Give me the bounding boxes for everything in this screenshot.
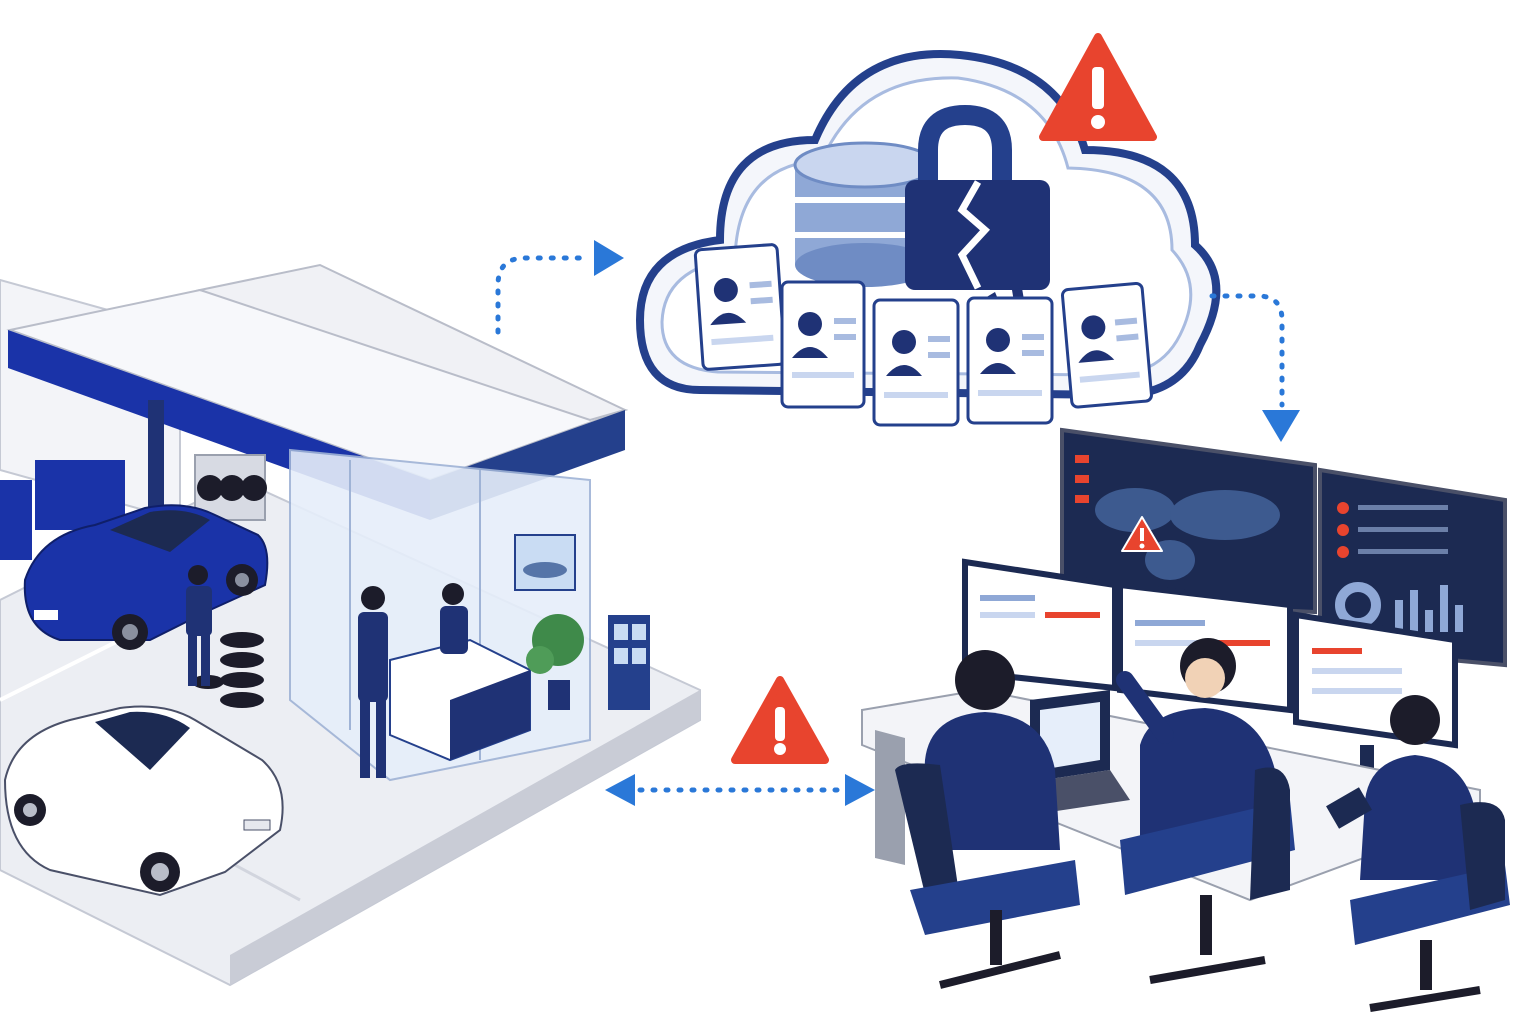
customer-record-card <box>872 298 960 427</box>
flow-soc-dealership-two-way <box>605 774 875 806</box>
warning-icon <box>1121 516 1163 552</box>
monitor <box>1293 611 1458 770</box>
alert-list-screen <box>1318 467 1507 668</box>
broken-lock-icon <box>905 104 1050 310</box>
analyst <box>1326 695 1478 880</box>
flow-dealership-to-cloud <box>495 240 624 335</box>
office-chair <box>895 763 1080 989</box>
car-dealership <box>0 263 701 987</box>
customer-record-card <box>780 280 866 409</box>
office-chair <box>1350 802 1510 1012</box>
white-car <box>3 705 284 897</box>
flow-cloud-to-soc <box>1209 293 1300 442</box>
office-chair <box>1120 767 1295 984</box>
warning-icon <box>731 676 829 764</box>
customer-record-card <box>693 243 787 371</box>
warning-icon <box>1039 33 1157 141</box>
analyst <box>920 650 1060 850</box>
threat-map-screen <box>1060 427 1317 615</box>
customer-record-card <box>966 296 1054 425</box>
customer-record-card <box>1061 282 1153 409</box>
tire-stack <box>192 632 264 708</box>
customer-record-cards <box>693 243 1153 427</box>
security-operations-center <box>861 427 1510 1012</box>
